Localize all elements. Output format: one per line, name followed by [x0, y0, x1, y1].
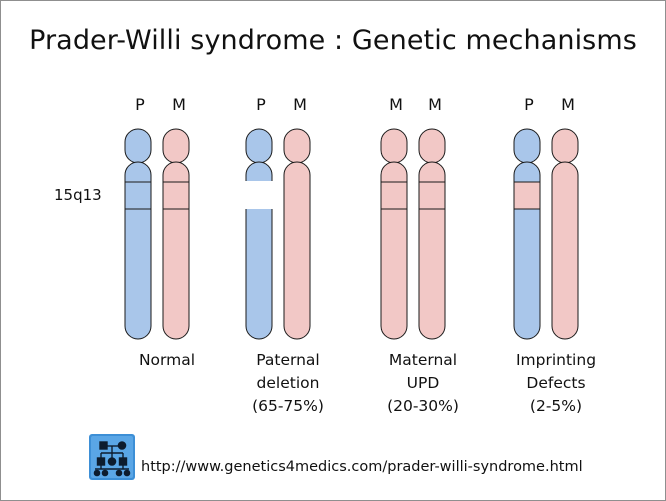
caption-line: (2-5%) — [529, 397, 583, 415]
chromosome-maternal — [283, 128, 311, 340]
caption-imprinting-defects: Imprinting Defects (2-5%) — [496, 349, 616, 418]
imprinted-region — [513, 181, 541, 210]
chromosome-maternal — [418, 128, 446, 340]
chromosome-pair-maternal-upd — [380, 128, 446, 340]
parent-label: M — [172, 95, 186, 114]
caption-line: Imprinting — [515, 351, 597, 369]
chromosome-pair-normal — [124, 128, 190, 340]
chromosome-paternal-deleted — [244, 128, 274, 340]
caption-line: Paternal — [256, 351, 320, 369]
chromosome-paternal — [124, 128, 152, 340]
chromosome-pair-imprinting-defects — [513, 128, 579, 340]
caption-line: (65-75%) — [252, 397, 324, 415]
chromosome-maternal — [162, 128, 190, 340]
caption-line: Maternal — [388, 351, 458, 369]
caption-line: (20-30%) — [387, 397, 459, 415]
caption-normal: Normal — [107, 349, 227, 372]
caption-line: UPD — [406, 374, 440, 392]
parent-label: P — [524, 95, 534, 114]
parent-label: P — [135, 95, 145, 114]
parent-label: M — [293, 95, 307, 114]
caption-line: deletion — [256, 374, 320, 392]
chromosome-pair-paternal-deletion — [244, 128, 311, 340]
chromosome-paternal-maternal-imprint — [513, 128, 541, 340]
chromosome-maternal — [551, 128, 579, 340]
genetics4medics-logo-icon — [89, 434, 135, 480]
deleted-region — [244, 181, 274, 209]
parent-label: M — [428, 95, 442, 114]
caption-line: Defects — [526, 374, 586, 392]
caption-maternal-upd: Maternal UPD (20-30%) — [363, 349, 483, 418]
group-maternal-upd: M M Maternal UPD (20-30%) — [375, 95, 485, 415]
caption-paternal-deletion: Paternal deletion (65-75%) — [228, 349, 348, 418]
group-imprinting-defects: P M Imprinting Defects (2-5%) — [508, 95, 618, 415]
band-label-15q13: 15q13 — [54, 186, 102, 204]
parent-label: M — [389, 95, 403, 114]
source-url[interactable]: http://www.genetics4medics.com/prader-wi… — [141, 459, 583, 475]
parent-label: P — [256, 95, 266, 114]
chromosome-maternal — [380, 128, 408, 340]
parent-label: M — [561, 95, 575, 114]
page-title: Prader-Willi syndrome : Genetic mechanis… — [29, 25, 637, 56]
caption-line: Normal — [138, 351, 196, 369]
group-normal: P M Normal — [119, 95, 229, 369]
group-paternal-deletion: P M Paternal deletion (65-75%) — [240, 95, 350, 415]
